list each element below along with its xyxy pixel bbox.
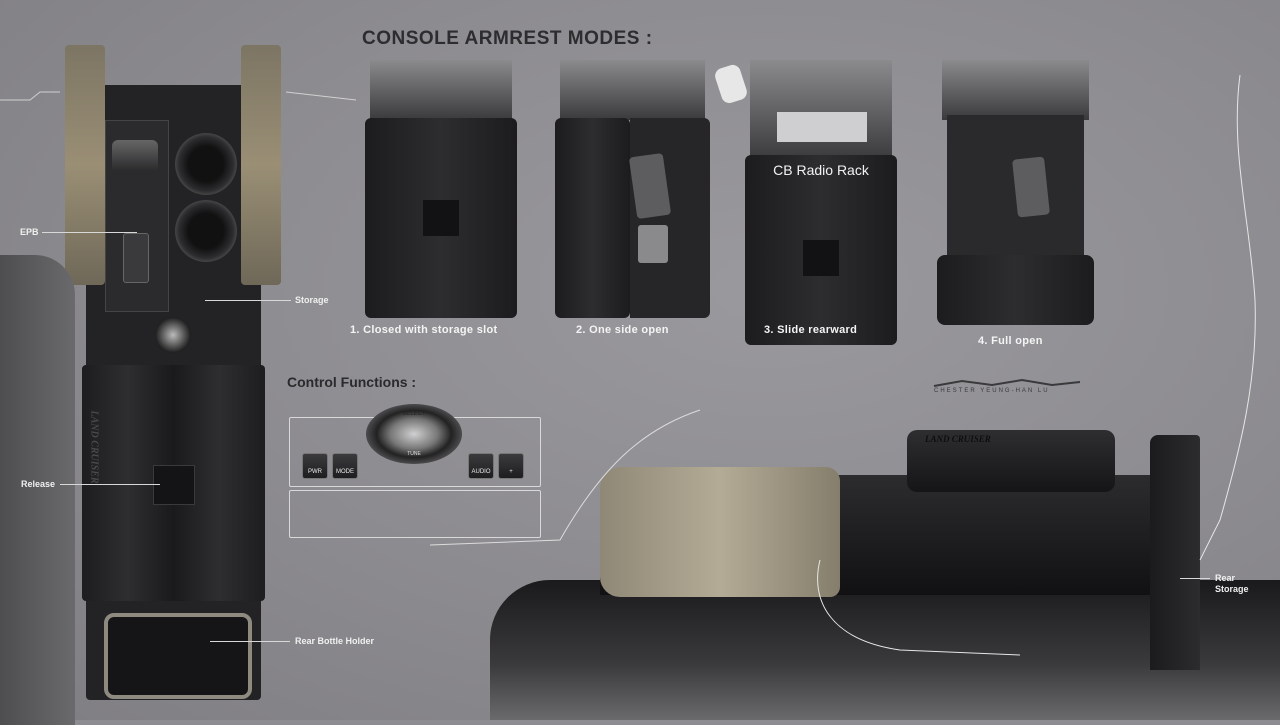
mode-3-cb-radio-label: CB Radio Rack — [773, 162, 869, 178]
epb-switch[interactable] — [123, 233, 149, 283]
callout-rear-bottle-holder-leader — [210, 641, 290, 642]
designer-signature: CHESTER YEUNG-HAN LU — [934, 388, 1050, 394]
mode-2-card — [638, 225, 668, 263]
console-side-trim-left — [65, 45, 105, 285]
callout-rear-storage: Rear Storage — [1215, 573, 1249, 594]
rear-bottle-holder — [104, 613, 252, 699]
mode-4-base — [942, 60, 1089, 120]
callout-release-leader — [60, 484, 160, 485]
mode-2-base — [560, 60, 705, 120]
callout-epb-leader — [42, 232, 137, 233]
mode-2-lid — [555, 118, 630, 318]
mode-1-base — [370, 60, 512, 120]
page-title: CONSOLE ARMREST MODES : — [362, 28, 653, 49]
callout-epb: EPB — [20, 227, 39, 237]
side-armrest-brand: LAND CRUISER — [925, 434, 991, 444]
callout-storage: Storage — [295, 295, 329, 305]
mode-3-base — [750, 60, 892, 160]
mode-button[interactable]: MODE — [332, 453, 358, 479]
select-knob-top-label: SELECT — [402, 411, 426, 417]
cupholder-front — [175, 133, 237, 195]
callout-release: Release — [21, 479, 56, 489]
mode-3-view: CB Radio Rack — [745, 60, 897, 345]
cupholder-rear — [175, 200, 237, 262]
designer-signature-mark — [932, 376, 1082, 387]
callout-rear-storage-leader — [1180, 578, 1210, 579]
mode-1-caption: 1. Closed with storage slot — [350, 324, 498, 336]
mode-4-lids — [937, 255, 1094, 325]
mode-1-latch — [423, 200, 459, 236]
callout-rear-bottle-holder: Rear Bottle Holder — [295, 636, 375, 646]
mode-2-view — [555, 60, 710, 318]
console-side-trim-right — [241, 45, 281, 285]
mode-1-view — [365, 60, 517, 318]
mode-4-caption: 4. Full open — [978, 335, 1043, 347]
mode-4-view — [937, 60, 1094, 325]
side-leather-panel — [600, 467, 840, 597]
callout-storage-leader — [205, 300, 291, 301]
armrest-release-latch[interactable] — [153, 465, 195, 505]
control-knob[interactable] — [155, 317, 191, 353]
mode-4-phone — [1012, 156, 1050, 218]
console-top-view: LAND CRUISER — [60, 45, 286, 700]
armrest-brand-text: LAND CRUISER — [88, 410, 100, 484]
mode-3-latch — [803, 240, 839, 276]
mode-3-radio-rack — [777, 112, 867, 142]
side-rear-tower — [1150, 435, 1200, 670]
mode-3-caption: 3. Slide rearward — [764, 324, 858, 336]
select-knob-bottom-label: TUNE — [407, 451, 421, 457]
pwr-button[interactable]: PWR — [302, 453, 328, 479]
control-functions-title: Control Functions : — [287, 374, 417, 390]
console-side-view: LAND CRUISER — [430, 410, 1280, 720]
side-armrest — [907, 430, 1115, 492]
seat-silhouette — [0, 255, 75, 725]
mode-2-caption: 2. One side open — [576, 324, 669, 336]
shifter-knob — [112, 140, 158, 170]
